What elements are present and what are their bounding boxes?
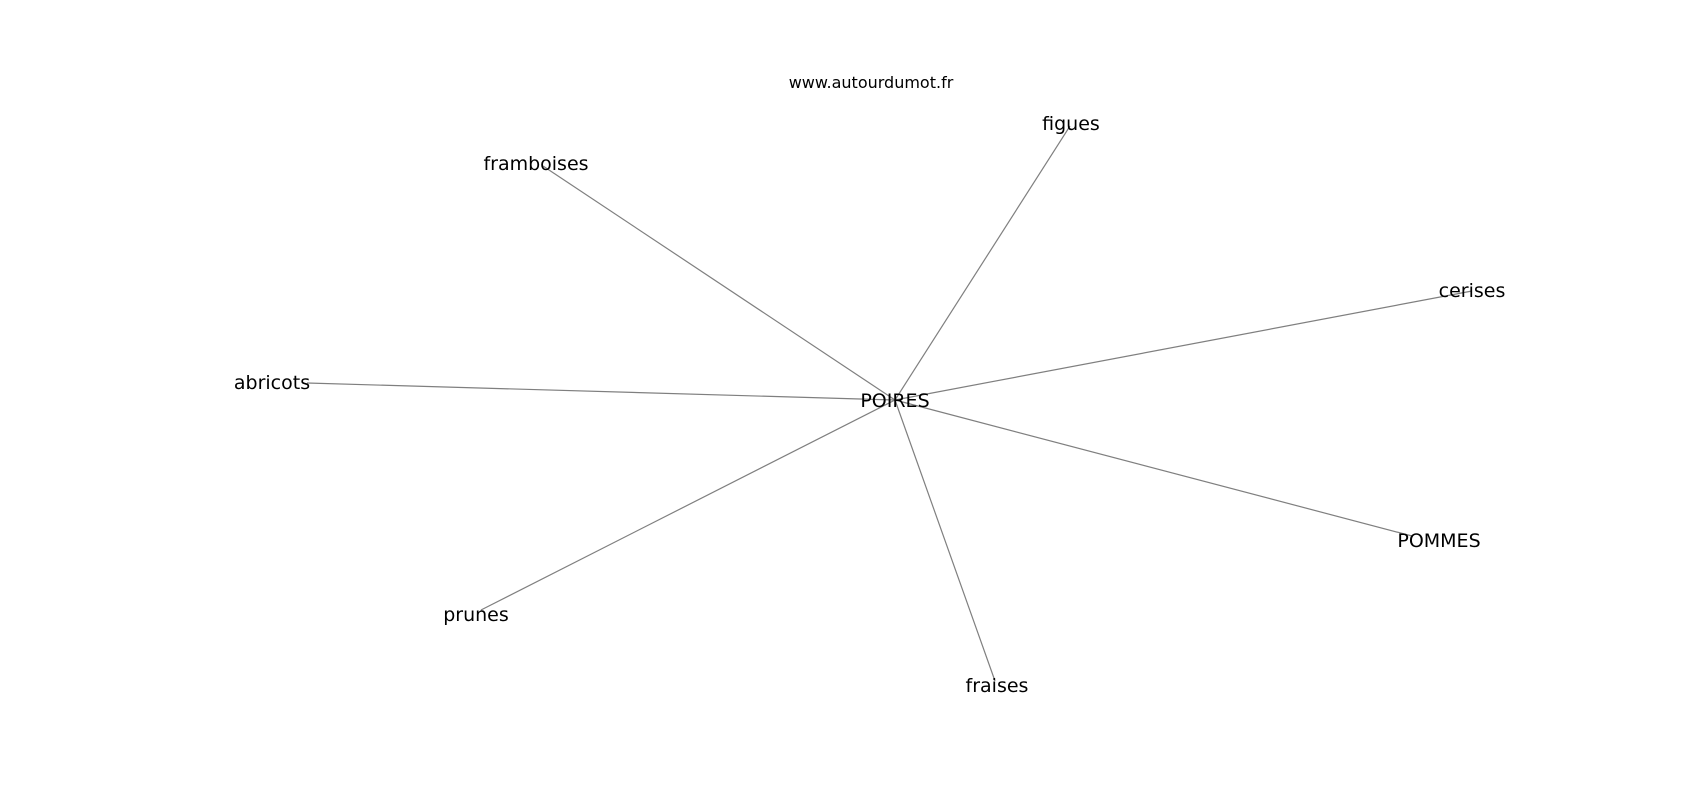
node-pommes: POMMES [1397,530,1480,552]
edge-figues [894,125,1071,401]
node-figues: figues [1042,113,1100,135]
site-url: www.autourdumot.fr [789,73,954,92]
node-abricots: abricots [234,372,310,394]
node-fraises: fraises [966,675,1029,697]
node-center: POIRES [860,390,929,412]
edge-framboises [542,165,896,401]
node-prunes: prunes [443,604,509,626]
edge-cerises [894,290,1473,401]
node-cerises: cerises [1439,280,1506,302]
edge-abricots [306,382,896,401]
edge-fraises [894,399,996,682]
node-framboises: framboises [483,153,588,175]
edges [306,125,1473,682]
edge-prunes [480,399,896,611]
edge-pommes [894,399,1413,537]
node-labels: www.autourdumot.fr POIRES figues framboi… [234,73,1505,697]
